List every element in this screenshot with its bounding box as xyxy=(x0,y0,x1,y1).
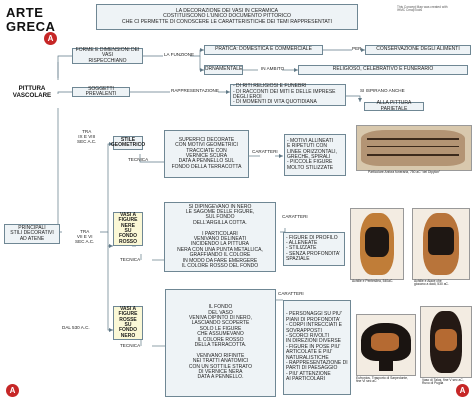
caratteri-label-3: CARATTERI xyxy=(278,291,304,296)
principali-stili-node: PRINCIPALI STILI DECORATIVI AD ATENE xyxy=(4,224,60,244)
soggetti-node: SOGGETTI PREVALENTI xyxy=(72,86,130,97)
achille-aiace-image xyxy=(412,208,470,280)
ornamentale-node: ORNAMENTALE xyxy=(204,65,243,75)
achille-pentesilea-image xyxy=(350,208,404,280)
figure-nere-desc: SI DIPINGEVANO IN NERO LE SAGOME DELLE F… xyxy=(164,202,276,272)
figure-rosse-node: VASI A FIGURE ROSSE SU FONDO NERO xyxy=(113,306,143,340)
conservazione-node: CONSERVAZIONE DEGLI ALIMENTI xyxy=(365,45,471,55)
tecnica-label-2: TECNICA xyxy=(120,257,141,262)
figure-nere-node: VASI A FIGURE NERE SU FONDO ROSSO xyxy=(113,212,143,246)
funzione-label: LA FUNZIONE xyxy=(164,52,195,57)
religioso-node: RELIGIOSO, CELEBRATIVO E FUNERARIO xyxy=(298,65,468,75)
vaso-talos-image xyxy=(420,306,472,378)
soggetti-list: - DI RITI RELIGIOSI E FUNEBRI - DI RACCO… xyxy=(230,84,346,106)
figure-rosse-caratteri: - PERSONAGGI SU PIU' PIANI DI PROFONDITA… xyxy=(283,300,351,395)
vaso-talos-caption: Vaso di Talos, fine V sec aC, Ruvo di Pu… xyxy=(422,378,464,386)
eufronios-image xyxy=(356,314,416,376)
era-530: DAL 530 A.C. xyxy=(62,325,90,330)
figure-nere-caratteri: - FIGURE DI PROFILO - ALLENEATE - STILIZ… xyxy=(283,232,345,266)
caratteri-label-1: CARATTERI xyxy=(252,149,278,154)
stile-geometrico-node: STILE GEOMETRICO xyxy=(110,136,146,150)
tecnica-label-1: TECNICA xyxy=(128,157,149,162)
pratica-node: PRATICA: DOMESTICA E COMMERCIALE xyxy=(204,45,323,55)
geometrico-desc: SUPERFICI DECORATE CON MOTIVI GEOMETRICI… xyxy=(164,130,249,178)
anfora-caption: Particolare Anfora funeraria, 750 aC "de… xyxy=(368,170,441,174)
achille-aiace-caption: Achille e Aiace che giocano a dadi, 530 … xyxy=(414,279,449,287)
era-vii-vi: TRA VII E VI SEC A.C. xyxy=(75,229,95,244)
topic-title: PITTURA VASCOLARE xyxy=(12,85,52,99)
eufronios-caption: Eufronios, Trasporto di Sarpedonte, fine… xyxy=(356,376,409,384)
ispirano-label: SI ISPIRANO ANCHE xyxy=(360,88,405,93)
logo-icon-bottom-right: A xyxy=(456,384,469,397)
pittura-parietale-node: ALLA PITTURA PARIETALE xyxy=(364,100,424,111)
per-label: PER xyxy=(352,46,362,51)
logo-icon-bottom-left: A xyxy=(6,384,19,397)
page-title: ARTE GRECA xyxy=(6,5,56,34)
figure-rosse-desc: IL FONDO DEL VASO VENIVA DIPINTO DI NERO… xyxy=(165,289,276,397)
achille-pentesilea-caption: Achille e Pentesilea, 540aC. xyxy=(352,279,394,283)
rappresentazione-label: RAPPRESENTAZIONE xyxy=(171,88,219,93)
anfora-image xyxy=(356,125,472,171)
tecnica-label-3: TECNICA xyxy=(120,343,141,348)
geometrico-caratteri: - MOTIVI ALLINEATI E RIPETUTI CON LINEE … xyxy=(284,134,346,176)
credit-text: This Concept Map was created with IHMC C… xyxy=(397,5,448,13)
era-ix-viii: TRA IX E VIII SEC A.C. xyxy=(77,129,97,144)
forme-node: FORME E DIMENSIONI DEI VASI RISPECCHIANO xyxy=(72,47,143,64)
caratteri-label-2: CARATTERI xyxy=(282,214,308,219)
logo-icon-top: A xyxy=(44,32,57,45)
intro-box: LA DECORAZIONE DEI VASI IN CERAMICA COST… xyxy=(96,4,358,30)
ambito-label: IN AMBITO xyxy=(261,66,285,71)
